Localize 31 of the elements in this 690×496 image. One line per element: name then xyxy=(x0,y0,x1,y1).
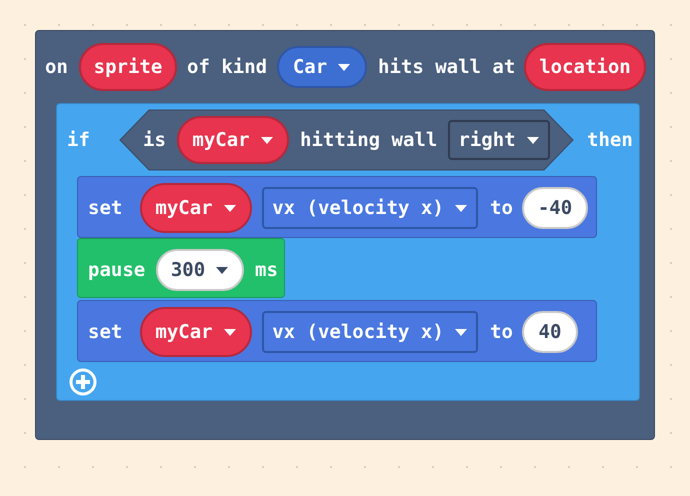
if-block xyxy=(56,103,640,401)
number-dropdown: 300 xyxy=(156,249,244,291)
block-label: pause xyxy=(88,258,146,283)
parameter-pill: location xyxy=(524,43,646,91)
variable-dropdown: myCar xyxy=(140,307,252,357)
block-label: set xyxy=(88,196,122,221)
block-label: set xyxy=(88,320,122,345)
event-block xyxy=(35,30,655,440)
set-block xyxy=(77,176,597,238)
number-field: 40 xyxy=(522,311,578,353)
block-label: on xyxy=(45,55,68,80)
pause-block xyxy=(77,238,285,298)
block-label: hitting wall xyxy=(300,128,438,153)
block-label: then xyxy=(587,128,633,153)
property-dropdown: vx (velocity x) xyxy=(262,187,478,229)
direction-dropdown: right xyxy=(448,120,550,160)
set-block xyxy=(77,300,597,362)
block-label: is xyxy=(143,128,166,153)
block-label: of kind xyxy=(187,55,268,80)
variable-dropdown: myCar xyxy=(140,183,252,233)
block-label: if xyxy=(67,128,90,153)
kind-dropdown: Car xyxy=(277,46,367,88)
block-label: ms xyxy=(255,258,278,283)
block-label: hits wall at xyxy=(378,55,516,80)
number-field: -40 xyxy=(522,187,588,229)
block-label: to xyxy=(490,196,513,221)
condition-block xyxy=(119,109,574,171)
block-label: to xyxy=(490,320,513,345)
parameter-pill: sprite xyxy=(79,43,177,91)
variable-dropdown: myCar xyxy=(177,116,289,164)
property-dropdown: vx (velocity x) xyxy=(262,311,478,353)
